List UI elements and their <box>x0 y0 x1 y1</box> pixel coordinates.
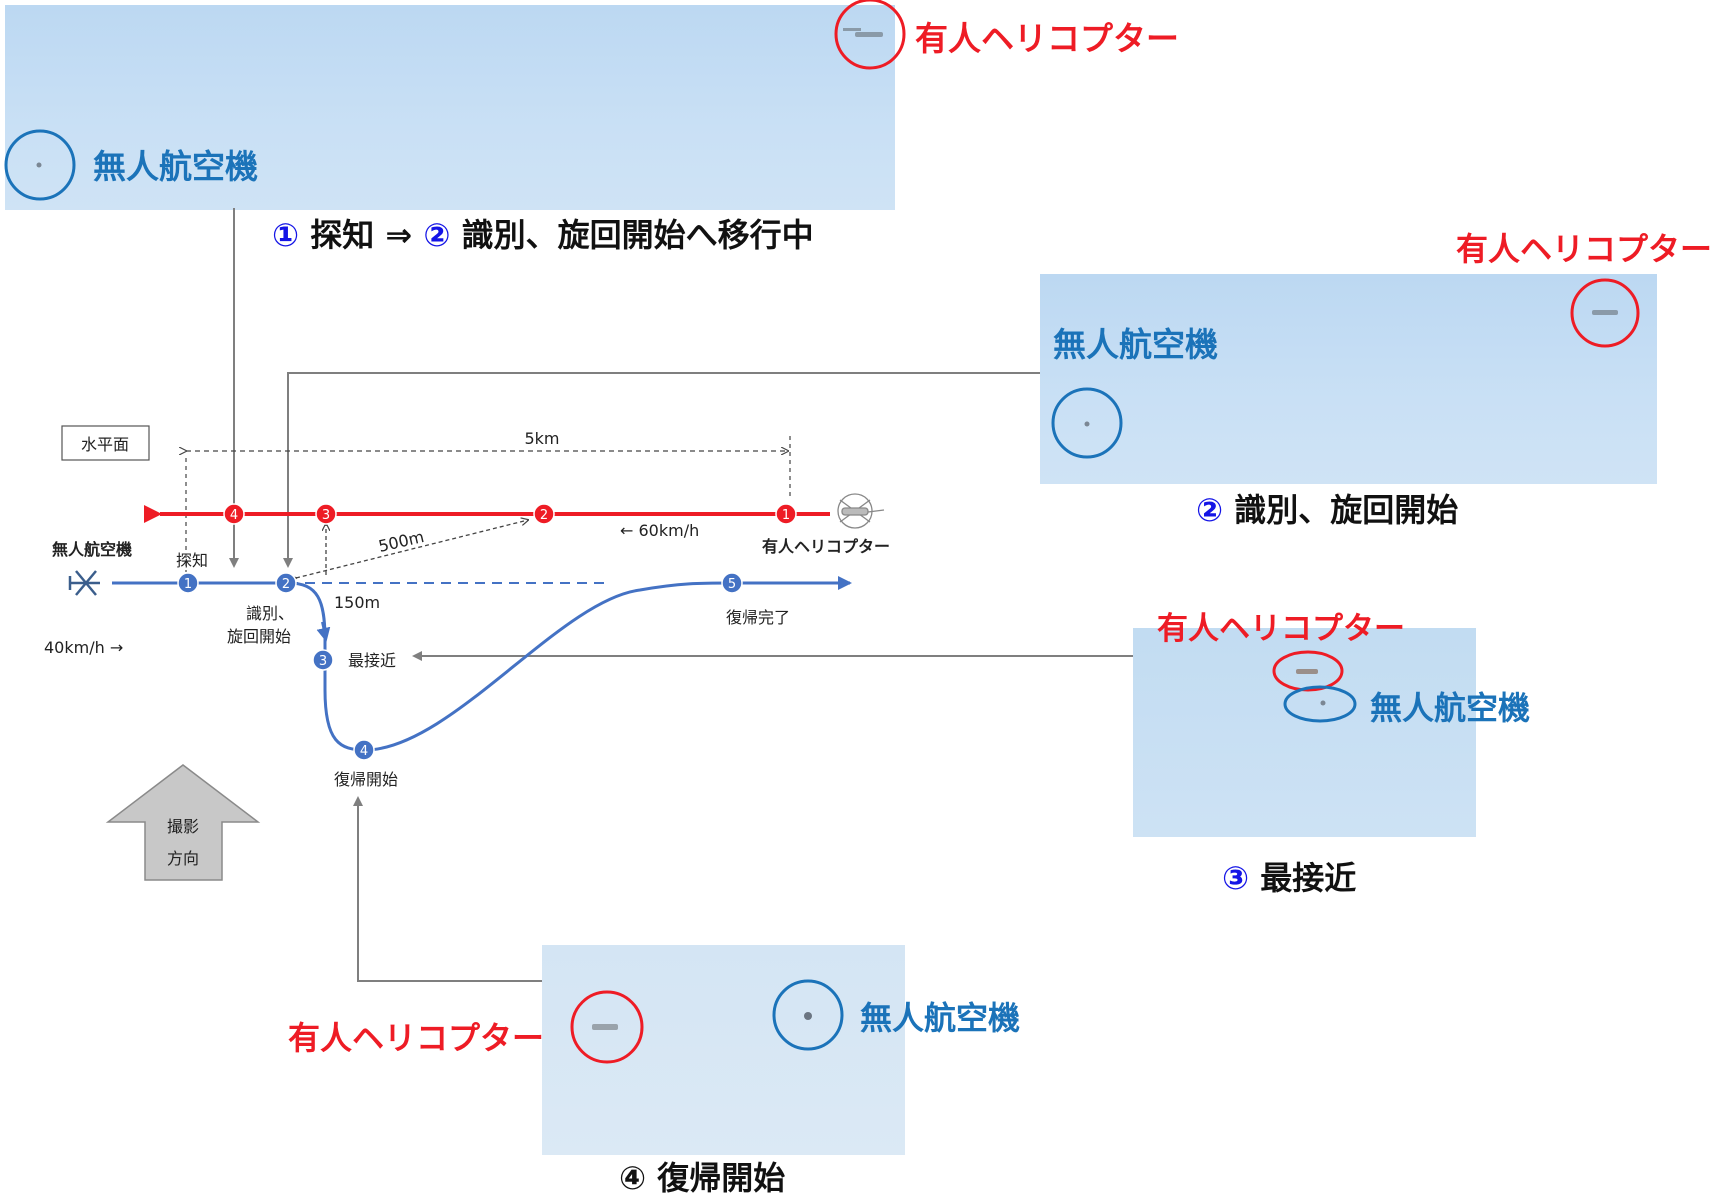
caption-2: ② 識別、旋回開始 <box>1196 494 1458 526</box>
photo1-heli-label: 有人ヘリコプター <box>915 19 1179 58</box>
red-marker-1: 1 <box>775 503 797 525</box>
photo2-drone-circle <box>1051 387 1123 459</box>
red-marker-3: 3 <box>315 503 337 525</box>
dim-5km-label: 5km <box>524 429 559 448</box>
plane-box-label: 水平面 <box>81 435 129 454</box>
red-marker-3-number: 3 <box>322 508 330 523</box>
heli-speed: ← 60km/h <box>620 521 699 540</box>
caption-4: ④ 復帰開始 <box>619 1162 785 1194</box>
photo3-heli-label: 有人ヘリコプター <box>1157 611 1405 647</box>
caption-3-num: ③ <box>1222 859 1250 897</box>
photo4-heli-icon <box>592 1024 618 1030</box>
caption-3-text: 最接近 <box>1260 859 1357 897</box>
blue-marker-5: 5 <box>721 572 743 594</box>
point3-label: 最接近 <box>348 651 396 670</box>
drone-speed: 40km/h → <box>44 638 123 657</box>
blue-marker-3-number: 3 <box>319 654 327 669</box>
blue-markers: 1 2 3 4 5 <box>177 572 743 761</box>
blue-marker-1-number: 1 <box>184 577 192 592</box>
photo1-drone-circle <box>4 129 76 201</box>
blue-marker-4: 4 <box>353 739 375 761</box>
blue-marker-3: 3 <box>312 649 334 671</box>
blue-marker-5-number: 5 <box>728 577 736 592</box>
caption-1-num2: ② <box>423 216 451 254</box>
blue-marker-2-number: 2 <box>282 577 290 592</box>
red-markers: 4 3 2 1 <box>223 503 797 525</box>
point2-label-a: 識別、 <box>246 604 294 623</box>
photo4-heli-circle <box>570 990 644 1064</box>
photo-identification <box>1040 274 1657 484</box>
point4-label: 復帰開始 <box>334 770 398 789</box>
point1-label: 探知 <box>176 551 208 570</box>
red-marker-4: 4 <box>223 503 245 525</box>
photo3-drone-dot <box>1320 700 1326 706</box>
camera-direction-label-b: 方向 <box>167 849 199 868</box>
photo3-drone-circle <box>1283 685 1357 723</box>
caption-1-arrow: ⇒ <box>385 216 413 254</box>
photo3-drone-label: 無人航空機 <box>1370 689 1531 727</box>
caption-1: ① 探知 ⇒ ② 識別、旋回開始へ移行中 <box>272 219 814 251</box>
photo1-heli-icon <box>843 28 883 37</box>
photo3-heli-circle <box>1272 650 1344 692</box>
drone-diagram-label: 無人航空機 <box>52 540 132 559</box>
photo-detection <box>5 5 895 210</box>
caption-4-num: ④ <box>619 1159 647 1197</box>
caption-1-text2: 識別、旋回開始へ移行中 <box>461 216 814 254</box>
dim-500m <box>296 520 528 578</box>
blue-marker-4-number: 4 <box>360 744 368 759</box>
turn-arrow <box>316 621 331 642</box>
caption-2-num: ② <box>1196 491 1224 529</box>
red-marker-4-number: 4 <box>230 508 238 523</box>
photo2-drone-label: 無人航空機 <box>1053 325 1218 364</box>
blue-marker-2: 2 <box>275 572 297 594</box>
blue-marker-1: 1 <box>177 572 199 594</box>
photo3-heli-icon <box>1296 669 1318 674</box>
photo1-heli-circle <box>834 0 906 70</box>
photo2-heli-label: 有人ヘリコプター <box>1456 230 1713 268</box>
heli-diagram-icon <box>837 493 885 529</box>
connector-identification <box>283 372 1040 568</box>
camera-direction-label-a: 撮影 <box>167 817 199 836</box>
caption-4-text: 復帰開始 <box>657 1159 786 1197</box>
plane-box <box>61 425 150 461</box>
red-marker-2: 2 <box>533 503 555 525</box>
caption-1-num1: ① <box>272 216 300 254</box>
photo-closest-approach <box>1133 628 1476 837</box>
photo2-heli-icon <box>1592 310 1618 315</box>
drone-diagram-icon <box>68 570 100 596</box>
red-marker-1-number: 1 <box>782 508 790 523</box>
photo-return-start <box>542 945 905 1155</box>
photo4-drone-circle <box>772 979 844 1051</box>
camera-direction-arrow <box>105 764 261 881</box>
red-marker-2-number: 2 <box>540 508 548 523</box>
photo2-heli-circle <box>1570 278 1640 348</box>
photo1-drone-dot <box>36 162 42 168</box>
photo4-drone-dot <box>804 1012 812 1020</box>
point5-label: 復帰完了 <box>726 608 790 627</box>
caption-1-text1: 探知 <box>310 216 375 254</box>
caption-3: ③ 最接近 <box>1222 862 1356 894</box>
connector-return <box>353 796 542 982</box>
photo4-heli-label: 有人ヘリコプター <box>288 1019 545 1057</box>
heli-diagram-label: 有人ヘリコプター <box>762 537 890 556</box>
photo1-drone-label: 無人航空機 <box>93 147 258 186</box>
caption-2-text: 識別、旋回開始 <box>1234 491 1459 529</box>
photo4-drone-label: 無人航空機 <box>860 999 1021 1037</box>
photo2-drone-dot <box>1084 421 1090 427</box>
dim-150m-label: 150m <box>334 593 380 612</box>
point2-label-b: 旋回開始 <box>227 627 291 646</box>
